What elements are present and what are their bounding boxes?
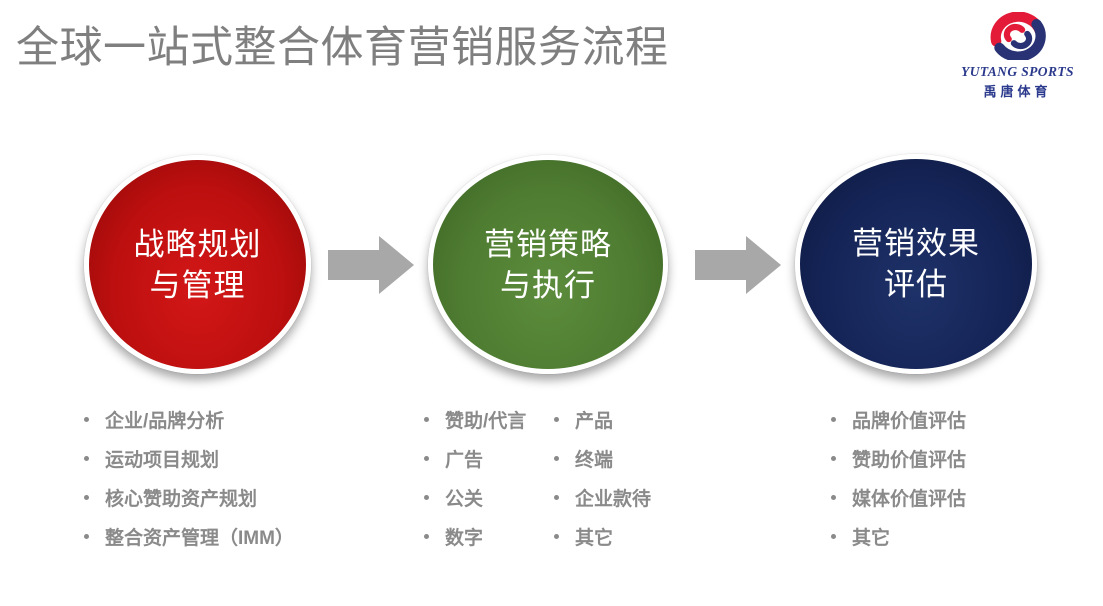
list-item-label: 赞助/代言 (445, 411, 527, 432)
step-label-evaluation: 营销效果 评估 (852, 223, 980, 305)
yutang-logo: YUTANG SPORTS 禹唐体育 (955, 12, 1080, 100)
arrow-shaft (328, 250, 379, 280)
step-label-execution: 营销策略 与执行 (484, 224, 612, 306)
flow-arrow-1-icon (328, 236, 414, 294)
list-item: 企业款待 (554, 478, 651, 517)
list-item-label: 其它 (575, 528, 614, 549)
bullet-dot (424, 495, 429, 500)
strategy-item-list: 企业/品牌分析 运动项目规划 核心赞助资产规划 整合资产管理（IMM） (84, 400, 294, 556)
page-title: 全球一站式整合体育营销服务流程 (16, 24, 669, 72)
list-item: 企业/品牌分析 (84, 400, 294, 439)
step-label-line1: 营销策略 (484, 226, 612, 262)
bullet-dot (424, 456, 429, 461)
list-item-label: 数字 (445, 528, 484, 549)
list-item: 整合资产管理（IMM） (84, 517, 294, 556)
list-item-label: 赞助价值评估 (852, 450, 967, 471)
bullet-dot (84, 417, 89, 422)
list-item: 广告 (424, 439, 526, 478)
bullet-dot (84, 456, 89, 461)
list-item: 核心赞助资产规划 (84, 478, 294, 517)
list-item-label: 核心赞助资产规划 (105, 489, 258, 510)
list-item: 运动项目规划 (84, 439, 294, 478)
execution-item-list-col1: 赞助/代言 广告 公关 数字 (424, 400, 526, 556)
logo-name-en: YUTANG SPORTS (961, 64, 1074, 79)
step-circle-execution: 营销策略 与执行 (428, 155, 668, 374)
list-item-label: 品牌价值评估 (852, 411, 967, 432)
evaluation-item-list: 品牌价值评估 赞助价值评估 媒体价值评估 其它 (831, 400, 966, 556)
bullet-dot (554, 417, 559, 422)
list-item-label: 媒体价值评估 (852, 489, 967, 510)
bullet-dot (84, 495, 89, 500)
execution-item-list-col2: 产品 终端 企业款待 其它 (554, 400, 651, 556)
list-item-label: 运动项目规划 (105, 450, 220, 471)
list-item: 数字 (424, 517, 526, 556)
list-item: 赞助/代言 (424, 400, 526, 439)
bullet-dot (424, 534, 429, 539)
step-label-line1: 战略规划 (133, 226, 262, 262)
arrow-head (746, 236, 781, 294)
list-item-label: 企业/品牌分析 (105, 411, 225, 432)
step-label-line2: 与执行 (500, 267, 596, 303)
list-item: 其它 (554, 517, 651, 556)
list-item: 公关 (424, 478, 526, 517)
step-circle-evaluation: 营销效果 评估 (795, 154, 1037, 374)
list-item: 品牌价值评估 (831, 400, 966, 439)
flow-arrow-2-icon (695, 236, 781, 294)
list-item: 媒体价值评估 (831, 478, 966, 517)
list-item-label: 公关 (445, 489, 484, 510)
bullet-dot (554, 456, 559, 461)
list-item-label: 产品 (575, 411, 614, 432)
list-item: 其它 (831, 517, 966, 556)
bullet-dot (84, 534, 89, 539)
bullet-dot (424, 417, 429, 422)
arrow-shaft (695, 250, 746, 280)
list-item-label: 终端 (575, 450, 614, 471)
step-circle-strategy: 战略规划 与管理 (84, 155, 311, 374)
bullet-dot (831, 534, 836, 539)
step-label-strategy: 战略规划 与管理 (134, 224, 262, 306)
arrow-head (379, 236, 414, 294)
step-label-line2: 评估 (884, 267, 948, 302)
list-item-label: 企业款待 (575, 489, 652, 510)
bullet-dot (831, 495, 836, 500)
list-item: 终端 (554, 439, 651, 478)
list-item-label: 广告 (445, 450, 484, 471)
bullet-dot (831, 456, 836, 461)
step-label-line2: 与管理 (149, 267, 246, 303)
step-label-line1: 营销效果 (852, 226, 980, 261)
yutang-swirl-icon (990, 12, 1046, 60)
bullet-dot (831, 417, 836, 422)
list-item-label: 整合资产管理（IMM） (105, 528, 294, 549)
list-item: 产品 (554, 400, 651, 439)
bullet-dot (554, 495, 559, 500)
list-item-label: 其它 (852, 528, 891, 549)
list-item: 赞助价值评估 (831, 439, 966, 478)
bullet-dot (554, 534, 559, 539)
logo-name-cn: 禹唐体育 (983, 84, 1052, 99)
